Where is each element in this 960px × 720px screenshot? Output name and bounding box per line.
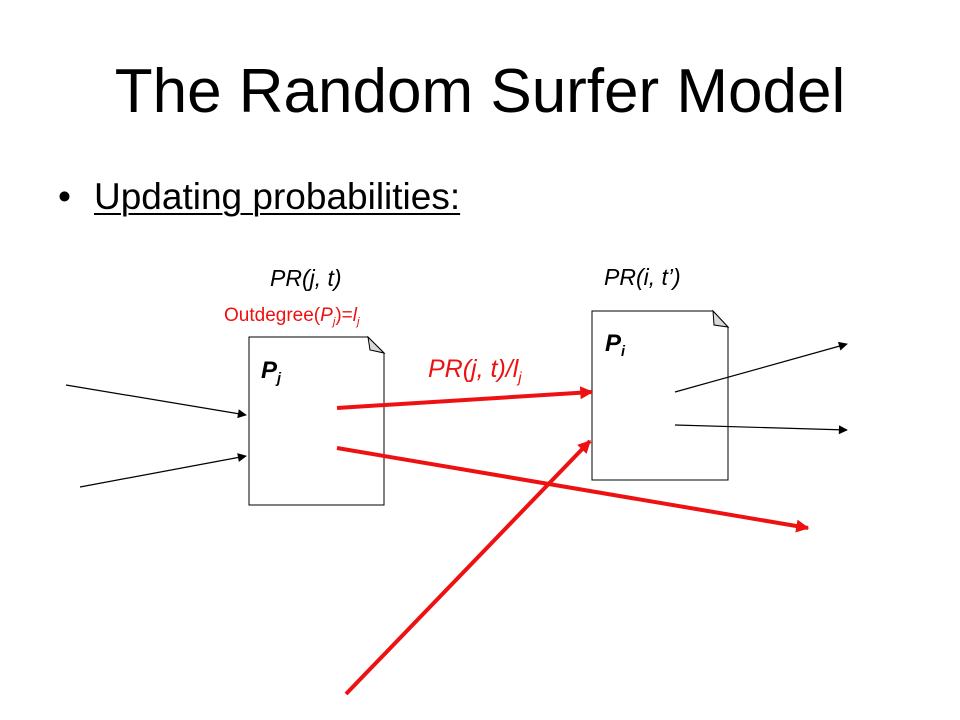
bullet-text: Updating probabilities: — [94, 176, 461, 217]
node-j-label: Pj — [261, 357, 282, 388]
node-i-p: P — [605, 330, 622, 357]
outdegree-p-sub: j — [332, 315, 336, 328]
edge-weight-sub: j — [518, 369, 522, 387]
node-j-sub: j — [277, 371, 282, 388]
edge-weight-text: PR(j, t)/ — [428, 355, 513, 383]
node-i-sub: i — [621, 344, 626, 361]
outdegree-mid: )= — [335, 305, 353, 326]
page-node-j-fold — [367, 335, 386, 354]
outdegree-prefix: Outdegree( — [224, 305, 321, 326]
edge-weight-label: PR(j, t)/lj — [428, 355, 522, 387]
outdegree-l: l — [352, 305, 358, 326]
edge-j-to-i — [336, 386, 594, 410]
outdegree-label: Outdegree(Pj)=lj — [224, 305, 360, 328]
node-i-probability: PR(i, t’) — [604, 264, 681, 290]
edge-j-outgoing — [336, 446, 810, 533]
edge-weight-l: l — [512, 355, 519, 383]
node-i-label: Pi — [605, 330, 626, 361]
outgoing-edge-1 — [674, 341, 848, 393]
incoming-edge-1 — [65, 384, 247, 419]
page-node-j — [248, 336, 385, 506]
slide-title: The Random Surfer Model — [114, 57, 846, 126]
page-node-i — [591, 310, 729, 481]
bullet-item: • Updating probabilities: — [58, 172, 460, 222]
page-node-i-fold — [712, 309, 730, 328]
edge-into-i — [344, 439, 592, 696]
outgoing-edge-2 — [674, 424, 848, 435]
outdegree-l-sub: j — [357, 315, 360, 328]
node-j-probability: PR(j, t) — [270, 265, 342, 291]
incoming-edge-2 — [79, 453, 247, 488]
bullet-dot: • — [58, 176, 71, 217]
outdegree-p: P — [320, 305, 333, 326]
node-j-p: P — [261, 357, 278, 384]
